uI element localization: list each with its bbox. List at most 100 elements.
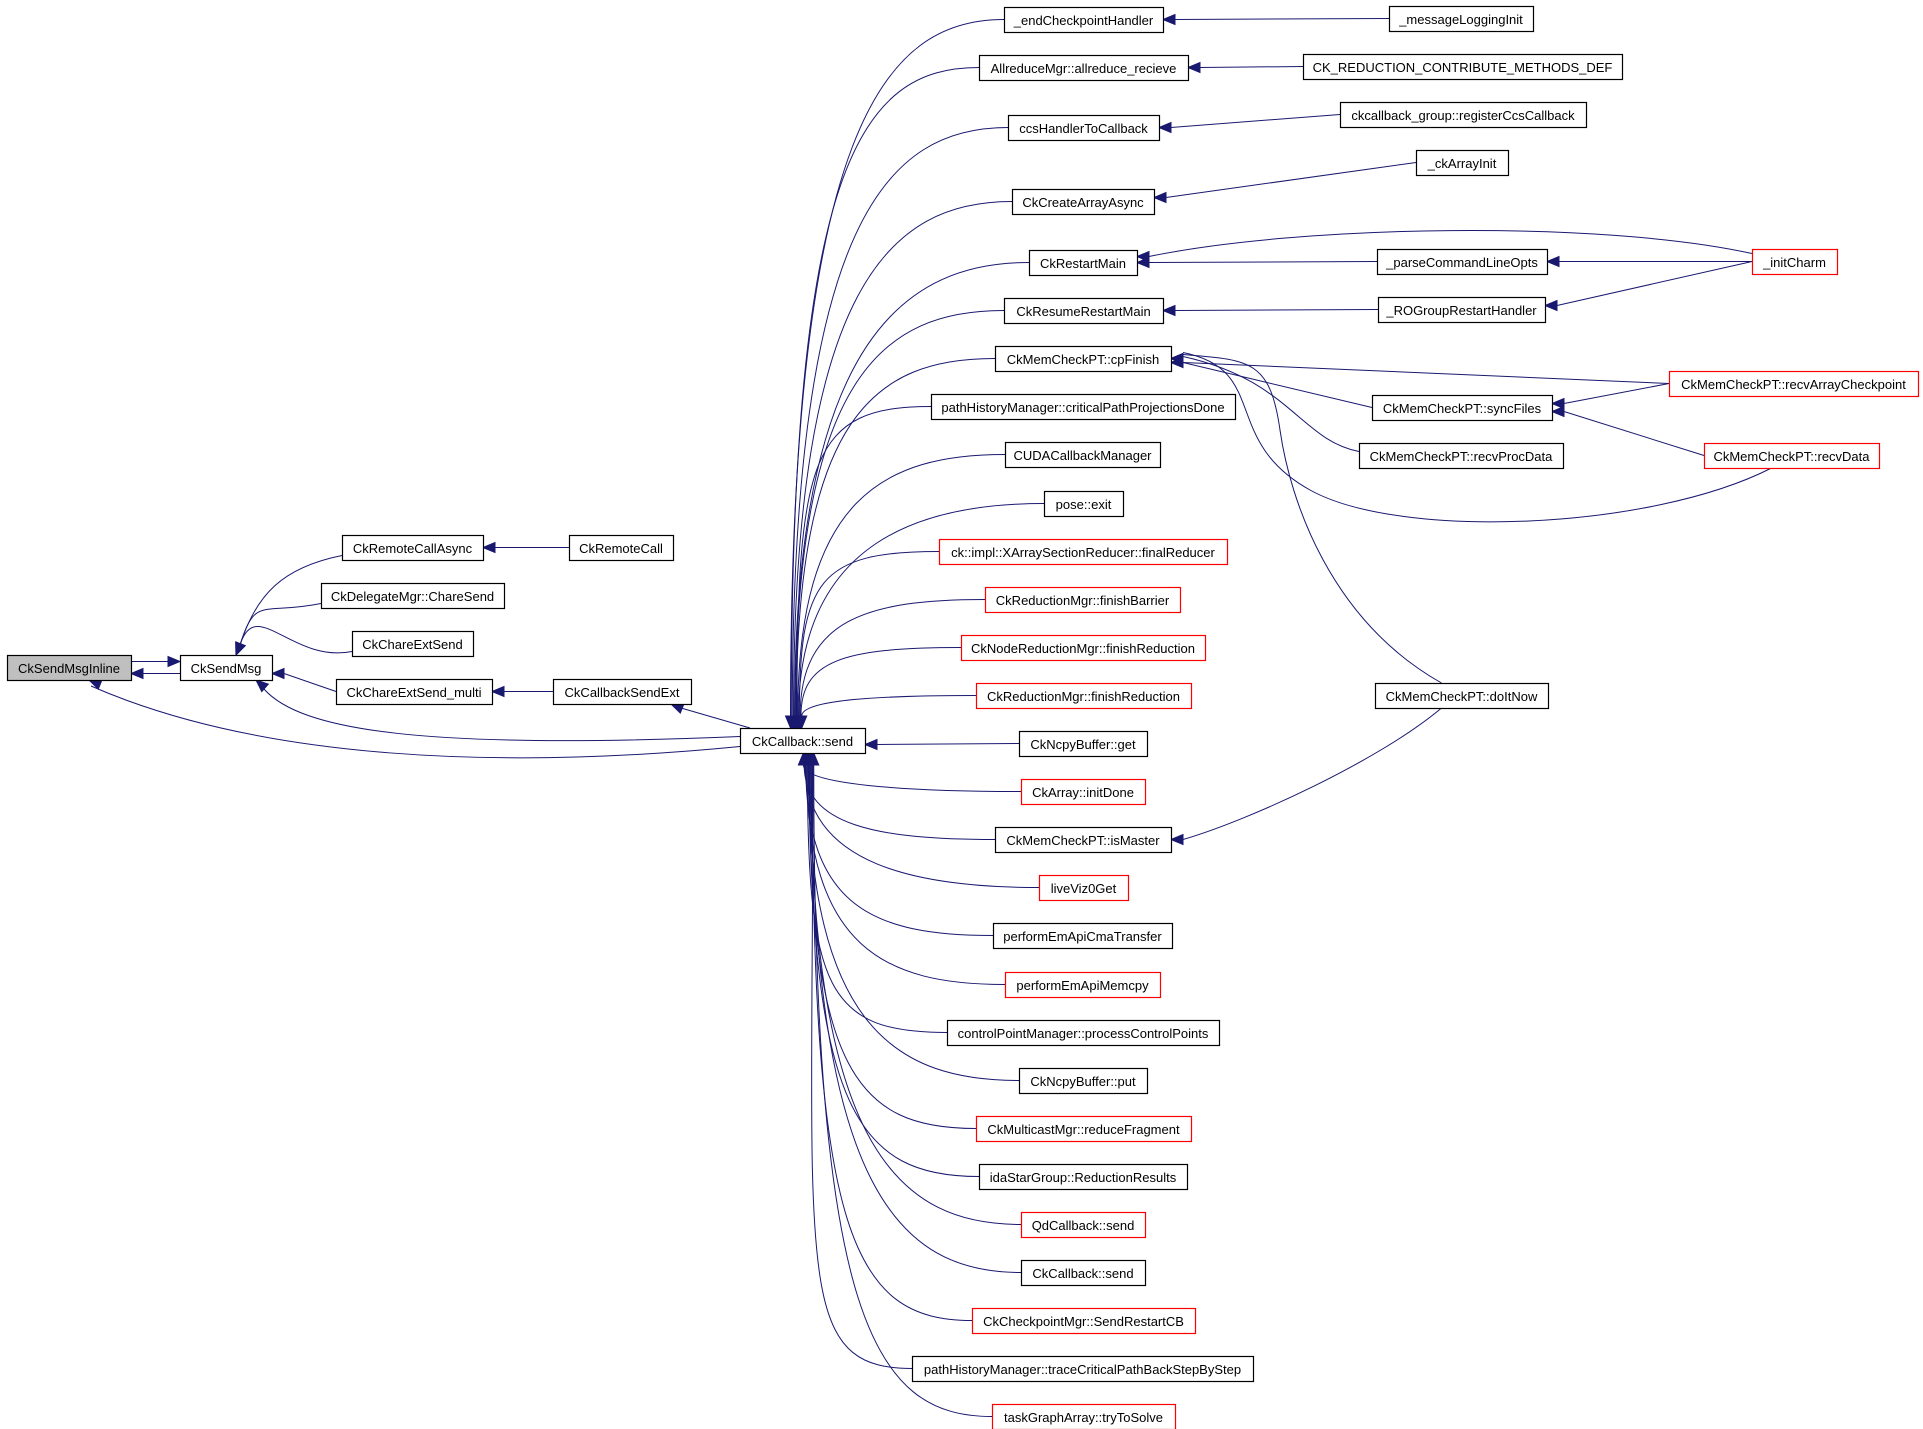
node-box [992, 922, 1174, 950]
call-edge [1170, 114, 1341, 128]
graph-node-ckrestartmain[interactable]: CkRestartMain [1028, 249, 1139, 277]
node-label: liveViz0Get [1051, 881, 1117, 896]
arrowhead-icon [1169, 352, 1184, 365]
graph-node-ckmemcheckpt-recvarraycheckpoint[interactable]: CkMemCheckPT::recvArrayCheckpoint [1668, 370, 1920, 398]
call-edge [798, 551, 940, 717]
graph-node-ckmulticastmgr-reducefragment[interactable]: CkMulticastMgr::reduceFragment [975, 1115, 1193, 1143]
call-edge [680, 707, 751, 729]
graph-node-ckcallbacksendext[interactable]: CkCallbackSendExt [552, 678, 693, 706]
arrowhead-icon [669, 703, 685, 714]
graph-node-cknodereductionmgr-finishreduction[interactable]: CkNodeReductionMgr::finishReduction [960, 634, 1207, 662]
node-box [1703, 442, 1881, 470]
call-edge [799, 599, 986, 717]
graph-node-liveviz0get[interactable]: liveViz0Get [1038, 874, 1130, 902]
arrowhead-icon [481, 541, 496, 554]
node-label: CkMemCheckPT::recvData [1713, 449, 1870, 464]
graph-node-ckncpybuffer-get[interactable]: CkNcpyBuffer::get [1018, 730, 1149, 758]
graph-node-messagelogginginit[interactable]: _messageLoggingInit [1388, 5, 1535, 33]
node-label: performEmApiMemcpy [1016, 978, 1149, 993]
graph-node-ckdelegatemgr-charesend[interactable]: CkDelegateMgr::ChareSend [320, 582, 506, 610]
graph-node-ckmemcheckpt-cpfinish[interactable]: CkMemCheckPT::cpFinish [994, 345, 1173, 373]
graph-node-ckmemcheckpt-recvdata[interactable]: CkMemCheckPT::recvData [1703, 442, 1881, 470]
node-label: CkMulticastMgr::reduceFragment [987, 1122, 1180, 1137]
graph-node-ckmemcheckpt-ismaster[interactable]: CkMemCheckPT::isMaster [994, 826, 1173, 854]
graph-node-ckresumerestartmain[interactable]: CkResumeRestartMain [1003, 297, 1165, 325]
graph-node-ckcheckpointmgr-sendrestartcb[interactable]: CkCheckpointMgr::SendRestartCB [971, 1307, 1197, 1335]
graph-node-idastargroup-reductionresults[interactable]: idaStarGroup::ReductionResults [978, 1163, 1189, 1191]
graph-node-initcharm[interactable]: _initCharm [1751, 248, 1839, 276]
graph-node-cudacallbackmanager[interactable]: CUDACallbackManager [1004, 441, 1162, 469]
node-box [1018, 730, 1149, 758]
graph-node-rogrouprestarthandler[interactable]: _ROGroupRestartHandler [1377, 296, 1547, 324]
graph-node-allreducemgr-allreduce-recieve[interactable]: AllreduceMgr::allreduce_recieve [978, 54, 1190, 82]
call-edge [801, 695, 977, 717]
call-edge [1556, 261, 1753, 306]
node-label: QdCallback::send [1032, 1218, 1135, 1233]
arrowhead-icon [167, 655, 182, 668]
call-edge [1182, 362, 1670, 384]
graph-node-ckcallback-send[interactable]: CkCallback::send [1020, 1259, 1147, 1287]
node-label: _messageLoggingInit [1398, 12, 1523, 27]
call-edge [790, 67, 980, 717]
node-box [341, 534, 485, 562]
graph-node-taskgrapharray-trytosolve[interactable]: taskGraphArray::tryToSolve [991, 1403, 1177, 1429]
node-box [1377, 296, 1547, 324]
graph-node-ckmemcheckpt-doitnow[interactable]: CkMemCheckPT::doItNow [1374, 682, 1550, 710]
node-box [1007, 114, 1161, 142]
call-edge [811, 764, 913, 1369]
node-box [1028, 249, 1139, 277]
node-box [351, 630, 475, 658]
node-box [978, 54, 1190, 82]
graph-node-ckcallback-send[interactable]: CkCallback::send [739, 727, 867, 755]
node-label: CkReductionMgr::finishBarrier [996, 593, 1170, 608]
graph-node-ckcreatearrayasync[interactable]: CkCreateArrayAsync [1011, 188, 1156, 216]
node-box [1038, 874, 1130, 902]
graph-node-ckmemcheckpt-recvprocdata[interactable]: CkMemCheckPT::recvProcData [1358, 442, 1565, 470]
node-label: CkRemoteCall [579, 541, 663, 556]
graph-node-cksendmsginline[interactable]: CkSendMsgInline [6, 654, 133, 682]
node-label: CkMemCheckPT::syncFiles [1383, 401, 1542, 416]
node-label: _ROGroupRestartHandler [1385, 303, 1537, 318]
node-label: pose::exit [1056, 497, 1112, 512]
graph-node-controlpointmanager-processcontrolpoints[interactable]: controlPointManager::processControlPoint… [946, 1019, 1221, 1047]
node-box [1371, 394, 1554, 422]
node-box [1011, 188, 1156, 216]
graph-node-ckremotecallasync[interactable]: CkRemoteCallAsync [341, 534, 485, 562]
graph-node-performemapimemcpy[interactable]: performEmApiMemcpy [1004, 971, 1162, 999]
graph-node-endcheckpointhandler[interactable]: _endCheckpointHandler [1003, 6, 1165, 34]
call-edge [810, 764, 1022, 1225]
call-edge [1148, 261, 1378, 263]
graph-node-qdcallback-send[interactable]: QdCallback::send [1020, 1211, 1147, 1239]
node-label: CkMemCheckPT::recvArrayCheckpoint [1681, 377, 1906, 392]
node-label: CkMemCheckPT::recvProcData [1370, 449, 1554, 464]
graph-node-ckreductionmgr-finishbarrier[interactable]: CkReductionMgr::finishBarrier [984, 586, 1182, 614]
node-box [1668, 370, 1920, 398]
node-box [1004, 971, 1162, 999]
graph-node-ckncpybuffer-put[interactable]: CkNcpyBuffer::put [1018, 1067, 1149, 1095]
graph-node-parsecommandlineopts[interactable]: _parseCommandLineOpts [1376, 248, 1549, 276]
graph-node-ck-reduction-contribute-methods-def[interactable]: CK_REDUCTION_CONTRIBUTE_METHODS_DEF [1302, 53, 1624, 81]
graph-node-ck-impl-xarraysectionreducer-finalreducer[interactable]: ck::impl::XArraySectionReducer::finalRed… [938, 538, 1229, 566]
node-box [946, 1019, 1221, 1047]
graph-node-pose-exit[interactable]: pose::exit [1043, 490, 1125, 518]
graph-node-ckcallback-group-registerccscallback[interactable]: ckcallback_group::registerCcsCallback [1339, 101, 1588, 129]
node-box [1388, 5, 1535, 33]
arrowhead-icon [1543, 299, 1558, 312]
graph-node-ckarrayinit[interactable]: _ckArrayInit [1415, 149, 1510, 177]
node-label: CkResumeRestartMain [1016, 304, 1150, 319]
graph-node-pathhistorymanager-tracecriticalpathbackstepbystep[interactable]: pathHistoryManager::traceCriticalPathBac… [911, 1355, 1255, 1383]
graph-node-ckarray-initdone[interactable]: CkArray::initDone [1020, 778, 1147, 806]
graph-node-ckreductionmgr-finishreduction[interactable]: CkReductionMgr::finishReduction [975, 682, 1193, 710]
graph-node-ckmemcheckpt-syncfiles[interactable]: CkMemCheckPT::syncFiles [1371, 394, 1554, 422]
graph-node-pathhistorymanager-criticalpathprojectionsdone[interactable]: pathHistoryManager::criticalPathProjecti… [930, 393, 1237, 421]
call-edge [791, 127, 1009, 717]
node-box [335, 678, 494, 706]
graph-node-ckremotecall[interactable]: CkRemoteCall [568, 534, 675, 562]
graph-node-ckchareextsend-multi[interactable]: CkChareExtSend_multi [335, 678, 494, 706]
graph-node-ccshandlertocallback[interactable]: ccsHandlerToCallback [1007, 114, 1161, 142]
node-box [1018, 1067, 1149, 1095]
graph-node-performemapicmatransfer[interactable]: performEmApiCmaTransfer [992, 922, 1174, 950]
graph-node-cksendmsg[interactable]: CkSendMsg [179, 654, 274, 682]
graph-node-ckchareextsend[interactable]: CkChareExtSend [351, 630, 475, 658]
